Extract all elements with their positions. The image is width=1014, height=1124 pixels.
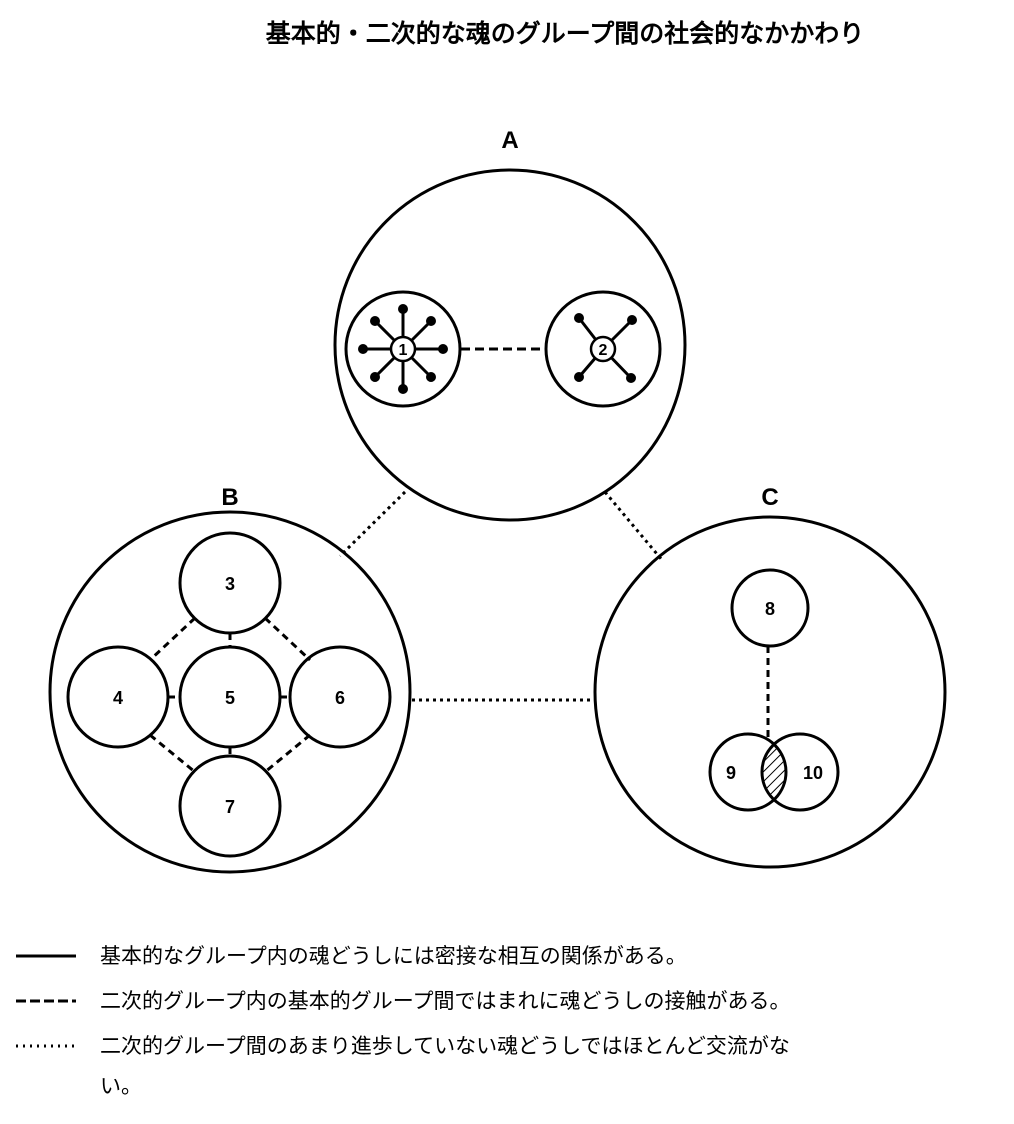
soul-group-10 (760, 732, 840, 812)
dotted-line-icon (16, 1044, 76, 1048)
label-2: 2 (599, 342, 608, 359)
dashed-line-icon (16, 999, 76, 1003)
dashed-links-b (148, 616, 312, 774)
label-5: 5 (225, 688, 235, 708)
soul-group-9 (708, 732, 788, 812)
soul-group-6 (288, 645, 392, 749)
legend-dashed: 二次的グループ内の基本的グループ間ではまれに魂どうしの接触がある。 (0, 985, 790, 1020)
soul-node-2 (589, 335, 617, 363)
label-3: 3 (225, 574, 235, 594)
label-9: 9 (726, 763, 736, 783)
legend-text: 二次的グループ間のあまり進歩していない魂どうしではほとんど交流がな (100, 1034, 790, 1058)
spoke-dots (358, 304, 637, 394)
diagram: A B C 1 2 3 4 5 6 7 8 9 10 (48, 127, 947, 874)
label-8: 8 (765, 599, 775, 619)
legend-solid: 基本的なグループ内の魂どうしには密接な相互の関係がある。 (0, 940, 687, 975)
dotted-link-a-c (603, 491, 664, 561)
solid-line-icon (16, 954, 76, 958)
dotted-link-a-b (338, 490, 407, 558)
soul-group-1 (344, 290, 462, 408)
legend-text: 基本的なグループ内の魂どうしには密接な相互の関係がある。 (100, 944, 687, 968)
group-a-circle (333, 168, 687, 522)
label-7: 7 (225, 797, 235, 817)
group-label-a: A (501, 127, 518, 154)
group-label-c: C (761, 484, 778, 511)
legend-text-continuation: い。 (100, 1074, 142, 1098)
label-6: 6 (335, 688, 345, 708)
diagram-title: 基本的・二次的な魂のグループ間の社会的なかかわり (265, 19, 865, 48)
label-1: 1 (399, 342, 408, 359)
label-10: 10 (803, 763, 823, 783)
soul-node-1 (389, 335, 417, 363)
soul-group-5 (178, 645, 282, 749)
group-c-circle (593, 515, 947, 869)
soul-group-3 (178, 531, 282, 635)
legend-dotted: 二次的グループ間のあまり進歩していない魂どうしではほとんど交流がな い。 (0, 1030, 790, 1098)
soul-group-4 (66, 645, 170, 749)
legend-text: 二次的グループ内の基本的グループ間ではまれに魂どうしの接触がある。 (100, 989, 791, 1013)
label-4: 4 (113, 688, 123, 708)
group-b-circle (48, 510, 412, 874)
soul-group-2 (544, 290, 662, 408)
soul-group-8 (730, 568, 810, 648)
soul-group-7 (178, 754, 282, 858)
group-label-b: B (221, 484, 238, 511)
